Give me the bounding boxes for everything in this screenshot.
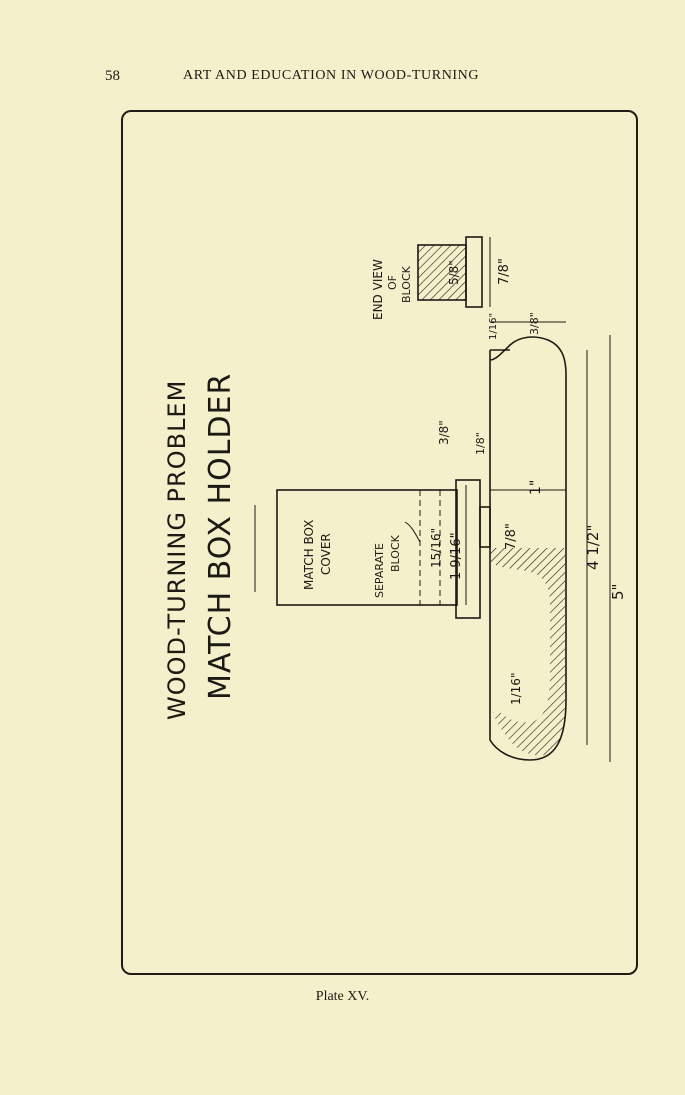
separate-block-label-2: BLOCK xyxy=(389,534,402,572)
end-view-label-2: OF xyxy=(386,275,399,290)
separate-block-label-1: SEPARATE xyxy=(373,543,386,598)
base-plate xyxy=(455,479,481,619)
match-box-cover-label-1: MATCH BOX xyxy=(302,520,316,590)
dim-1-8: 1/8" xyxy=(474,432,487,455)
dim-end-5-8: 5/8" xyxy=(447,260,461,285)
page-number: 58 xyxy=(105,68,120,84)
running-head: ART AND EDUCATION IN WOOD-TURNING xyxy=(183,68,480,83)
match-box-cover-label-2: COVER xyxy=(319,533,333,575)
plate-caption: Plate XV. xyxy=(315,989,370,1004)
dim-top-3-8: 3/8" xyxy=(528,312,541,335)
end-view-label-1: END VIEW xyxy=(371,259,385,320)
drawing-title-line1: WOOD-TURNING PROBLEM xyxy=(163,380,191,720)
dim-5in: 5" xyxy=(609,584,627,600)
drawing-title-line2: MATCH BOX HOLDER xyxy=(203,373,238,700)
match-box-cover-outline xyxy=(276,489,458,606)
dim-7-8: 7/8" xyxy=(504,523,519,550)
separate-block-leader xyxy=(404,521,421,543)
dim-1-16-tray: 1/16" xyxy=(509,673,523,705)
dim-1in: 1" xyxy=(528,480,544,495)
tray-hatched-section xyxy=(490,548,565,756)
plate-frame xyxy=(121,110,638,975)
tray-outline xyxy=(489,336,567,761)
block-stem xyxy=(479,506,491,548)
dim-small-sixteenths: 1/16" xyxy=(488,313,499,340)
dim-15-16: 15/16" xyxy=(429,528,443,568)
dim-3-8: 3/8" xyxy=(437,420,451,445)
dim-end-7-8: 7/8" xyxy=(497,258,512,285)
dim-1-9-16: 1 9/16" xyxy=(449,532,464,580)
end-view-label-3: BLOCK xyxy=(400,265,413,303)
end-view-hatched-block xyxy=(418,245,466,300)
end-view-flange xyxy=(465,236,483,308)
dim-4half: 4 1/2" xyxy=(584,525,602,570)
